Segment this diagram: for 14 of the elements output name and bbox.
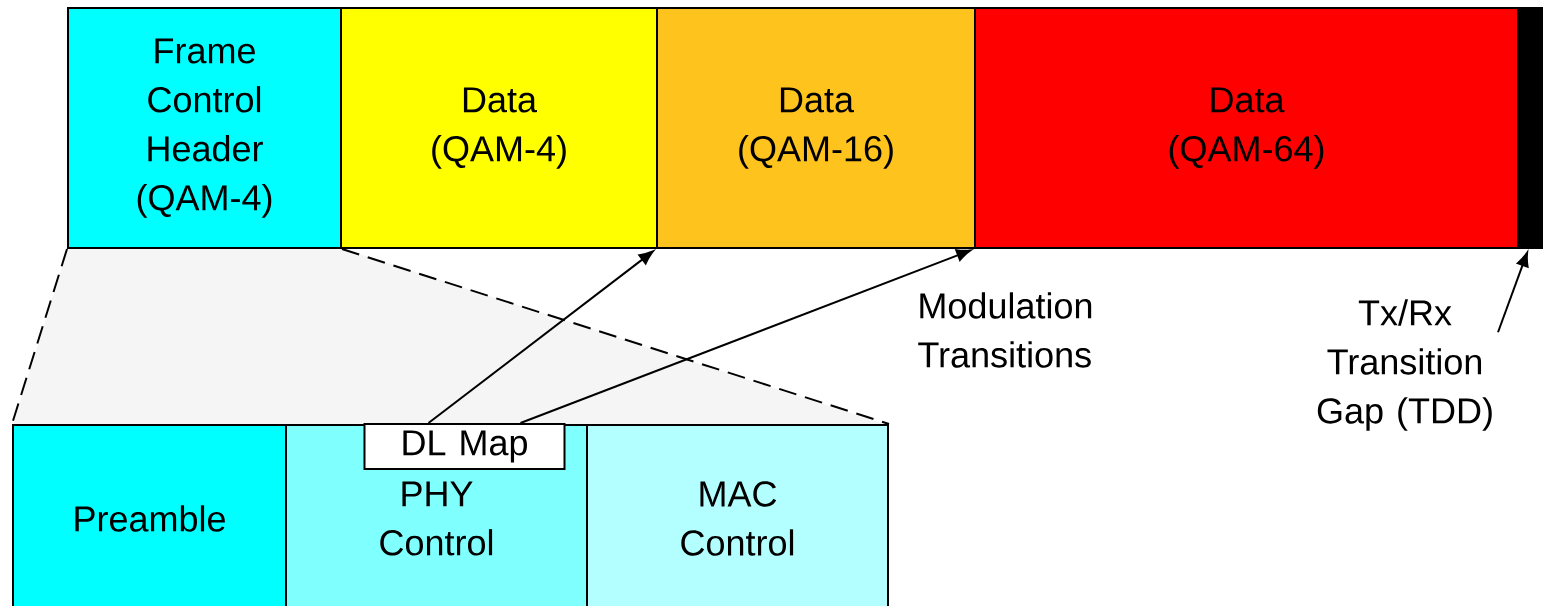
data-box: Data (QAM-16) (656, 7, 976, 249)
header-box: Frame Control Header (QAM-4) (67, 7, 342, 249)
field-box: DL Map (363, 423, 566, 470)
arrow (519, 249, 972, 424)
annotation-text: Modulation Transitions (918, 292, 1092, 368)
arrow (1497, 251, 1529, 334)
annotation-text: Tx/Rx Transition Gap (TDD) (1317, 299, 1492, 431)
field-box: MAC Control (586, 424, 889, 606)
field-box: Preamble (12, 424, 287, 606)
data-box: Data (QAM-64) (974, 7, 1519, 249)
data-box: Data (QAM-4) (340, 7, 658, 249)
gap-bar (1517, 7, 1543, 249)
dashed-line (341, 248, 890, 425)
arrow (427, 250, 654, 424)
